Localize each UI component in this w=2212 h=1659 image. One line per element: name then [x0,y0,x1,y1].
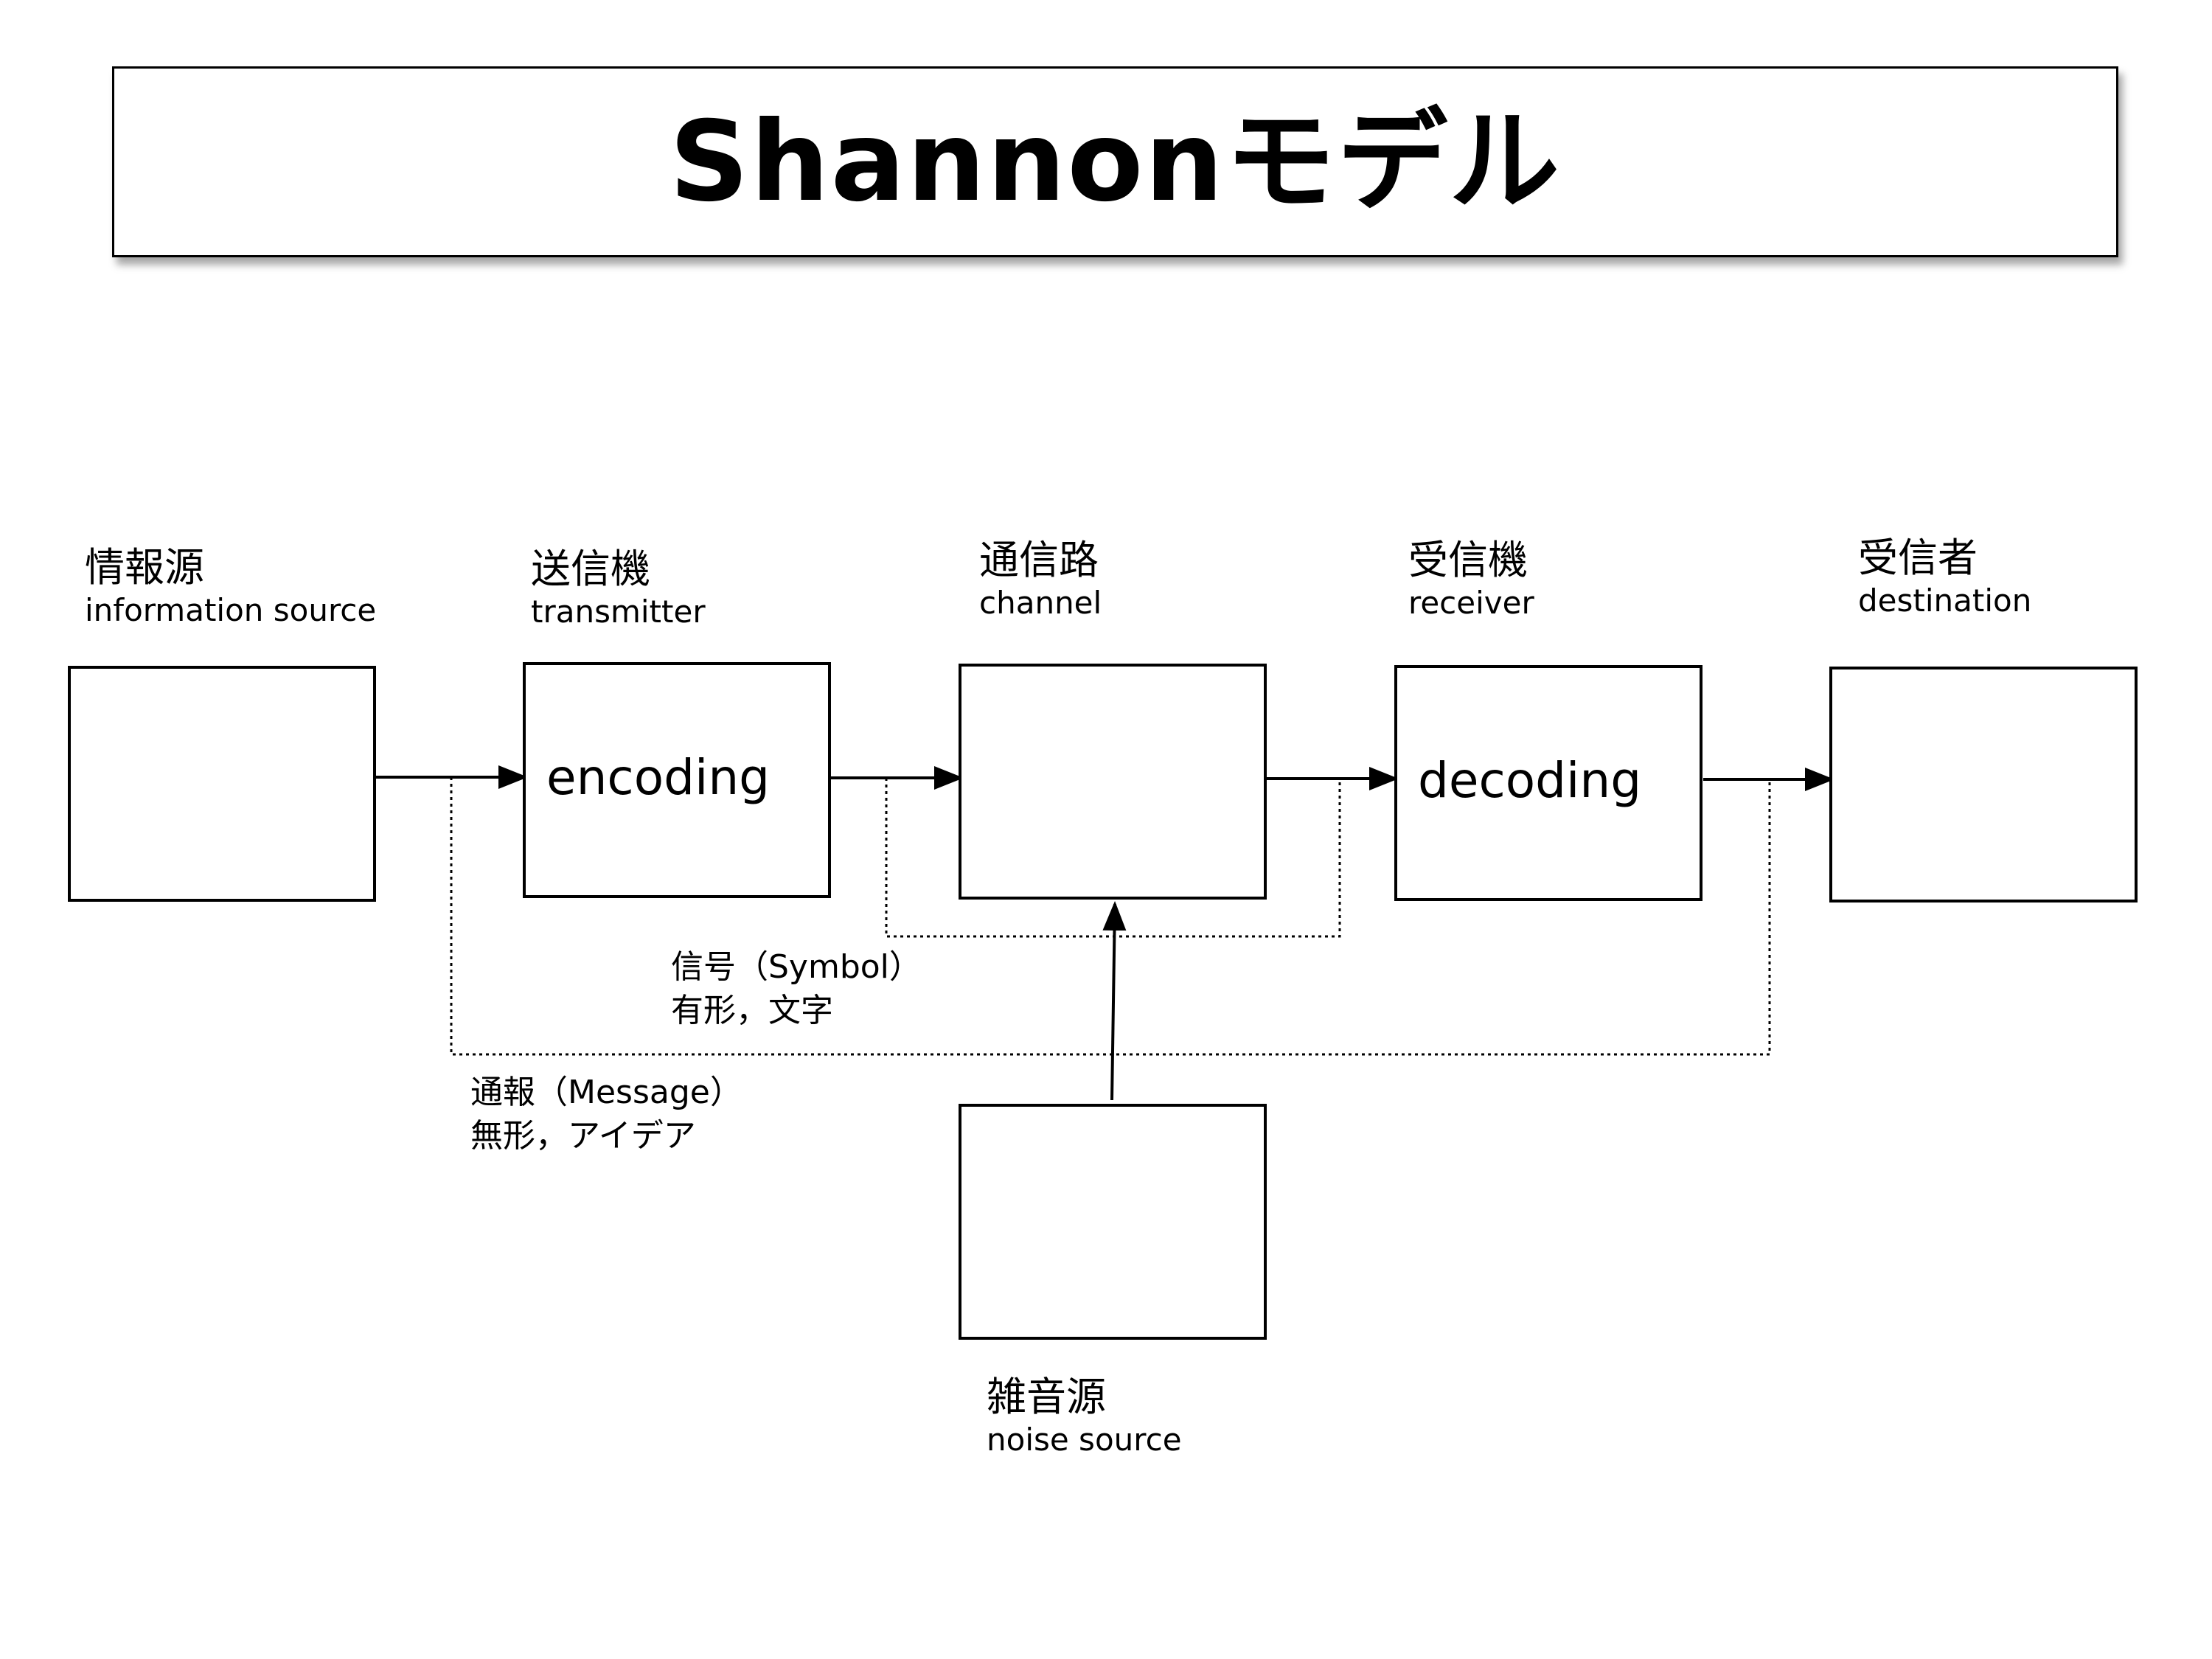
noise-source-label: 雑音源 noise source [987,1375,1182,1459]
message-bracket [450,777,1771,1056]
receiver-label-en: receiver [1408,585,1534,622]
destination-label-en: destination [1858,582,2032,619]
information-source-box [68,666,376,902]
signal-annotation-line2: 有形，文字 [671,992,833,1030]
decoding-label: decoding [1418,752,1642,809]
message-annotation-line1: 通報（Message） [470,1074,742,1111]
channel-label: 通信路 channel [979,538,1102,622]
channel-box [959,664,1267,900]
receiver-box: decoding [1394,665,1703,901]
signal-annotation-line1: 信号（Symbol） [671,948,922,986]
transmitter-label-en: transmitter [531,594,706,630]
receiver-label-ja: 受信機 [1408,537,1528,583]
information-source-label: 情報源 information source [85,546,376,630]
message-annotation: 通報（Message） 無形，アイデア [470,1071,742,1158]
transmitter-label-ja: 送信機 [531,546,650,592]
information-source-label-ja: 情報源 [85,544,204,591]
destination-label: 受信者 destination [1858,536,2031,620]
destination-box [1829,667,2138,902]
transmitter-label: 送信機 transmitter [531,547,706,631]
message-annotation-line2: 無形，アイデア [470,1117,696,1155]
arrow-noise-to-channel [1102,901,1127,1101]
transmitter-box: encoding [523,662,831,898]
receiver-label: 受信機 receiver [1408,538,1534,622]
signal-bracket [885,778,1341,938]
noise-source-label-en: noise source [987,1422,1182,1458]
page-title: Shannonモデル [669,97,1562,226]
noise-source-label-ja: 雑音源 [987,1374,1106,1420]
signal-annotation: 信号（Symbol） 有形，文字 [671,945,922,1033]
noise-source-box [959,1104,1267,1340]
destination-label-ja: 受信者 [1858,535,1978,581]
information-source-label-en: information source [85,592,377,629]
encoding-label: encoding [546,749,771,806]
channel-label-ja: 通信路 [979,537,1099,583]
title-box: Shannonモデル [112,66,2118,257]
channel-label-en: channel [979,585,1102,622]
